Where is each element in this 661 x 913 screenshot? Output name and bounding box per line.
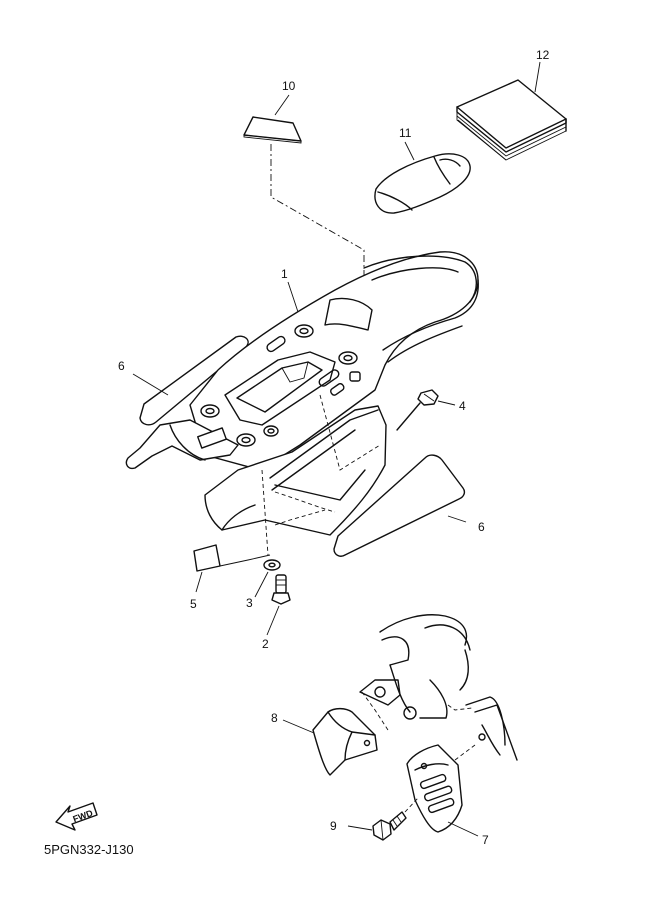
fwd-arrow-icon: FWD bbox=[55, 802, 98, 831]
assembly-line-7 bbox=[454, 744, 476, 761]
part-10-label[interactable] bbox=[243, 116, 302, 144]
callout-9: 9 bbox=[330, 819, 337, 833]
callout-12: 12 bbox=[536, 48, 550, 62]
callout-5: 5 bbox=[190, 597, 197, 611]
callout-4: 4 bbox=[459, 399, 466, 413]
callout-labels: 1 2 3 4 5 6 6 7 8 9 10 11 12 bbox=[118, 48, 550, 847]
part-8-bracket[interactable] bbox=[312, 707, 378, 776]
callout-2: 2 bbox=[262, 637, 269, 651]
part-2-bolt[interactable] bbox=[271, 574, 291, 605]
leader-lines bbox=[132, 61, 541, 837]
part-5-clip[interactable] bbox=[193, 544, 271, 572]
assembly-line-3 bbox=[261, 469, 269, 556]
callout-7: 7 bbox=[482, 833, 489, 847]
part-6-decal-left[interactable] bbox=[139, 335, 249, 426]
part-9-bolt[interactable] bbox=[372, 797, 419, 841]
callout-10: 10 bbox=[282, 79, 296, 93]
assembly-line-10 bbox=[270, 144, 365, 297]
part-7-heel-guard[interactable] bbox=[406, 744, 463, 833]
part-6-decal-right[interactable] bbox=[333, 454, 466, 557]
diagram-code: 5PGN332-J130 bbox=[44, 842, 134, 857]
part-3-washer[interactable] bbox=[263, 559, 281, 571]
callout-3: 3 bbox=[246, 596, 253, 610]
part-12-manual[interactable] bbox=[456, 79, 567, 161]
frame-hidden-2 bbox=[447, 704, 473, 711]
frame-hidden-1 bbox=[361, 691, 389, 731]
hidden-edge-2 bbox=[274, 509, 326, 526]
hidden-edge-1 bbox=[319, 394, 381, 471]
callout-6-right: 6 bbox=[478, 520, 485, 534]
part-11-pouch[interactable] bbox=[374, 153, 471, 214]
part-4-screw[interactable] bbox=[396, 389, 439, 431]
callout-11: 11 bbox=[399, 126, 412, 140]
callout-8: 8 bbox=[271, 711, 278, 725]
frame-section bbox=[359, 614, 518, 761]
callout-1: 1 bbox=[281, 267, 288, 281]
callout-6-left: 6 bbox=[118, 359, 125, 373]
